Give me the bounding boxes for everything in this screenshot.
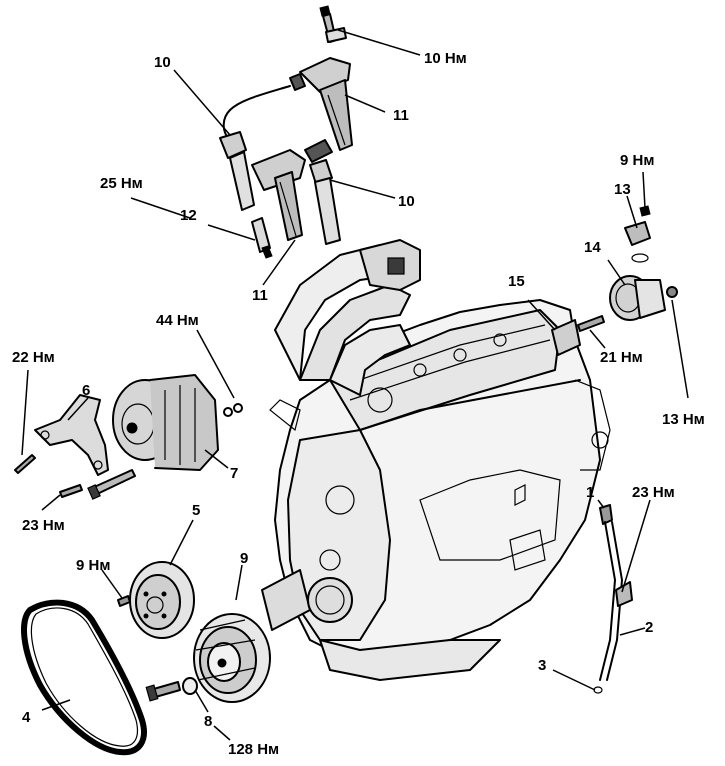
alternator xyxy=(112,374,243,471)
housing-bolt xyxy=(577,315,605,332)
alternator-long-bolt xyxy=(87,469,136,500)
torque-dipstick: 23 Нм xyxy=(632,484,675,501)
callout-10-mid: 10 xyxy=(398,193,415,210)
crankshaft-pulley xyxy=(193,613,271,703)
torque-bracket-top: 22 Нм xyxy=(12,349,55,366)
callout-7: 7 xyxy=(230,465,238,482)
temperature-sensor xyxy=(624,205,651,263)
callout-13: 13 xyxy=(614,181,631,198)
bracket-bolt-bottom xyxy=(59,484,83,498)
callout-9: 9 xyxy=(240,550,248,567)
spark-plug xyxy=(251,217,273,259)
callout-10-top: 10 xyxy=(154,54,171,71)
callout-5: 5 xyxy=(192,502,200,519)
callout-labels: 10 11 12 10 11 6 7 5 9 4 8 13 14 15 1 2 … xyxy=(22,54,653,730)
callout-6: 6 xyxy=(82,382,90,399)
torque-sensor: 9 Нм xyxy=(620,152,654,169)
ignition-coil-assembly-right xyxy=(289,57,353,151)
callout-14: 14 xyxy=(584,239,601,256)
torque-crank-bolt: 128 Нм xyxy=(228,741,279,758)
oil-dipstick xyxy=(593,504,633,694)
torque-coil-bolt: 10 Нм xyxy=(424,50,467,67)
ignition-wire-1 xyxy=(219,85,291,211)
torque-pulley-bolt: 9 Нм xyxy=(76,557,110,574)
callout-12: 12 xyxy=(180,207,197,224)
water-pump-pulley xyxy=(129,561,195,639)
intake-manifold xyxy=(269,239,421,432)
crankshaft-bolt xyxy=(145,677,198,702)
torque-bracket-bottom: 23 Нм xyxy=(22,517,65,534)
alternator-bracket xyxy=(34,394,109,476)
callout-8: 8 xyxy=(204,713,212,730)
thermostat-housing-gasket xyxy=(551,319,581,356)
thermostat-housing xyxy=(609,275,678,321)
bracket-bolt-top xyxy=(14,454,36,474)
callout-3: 3 xyxy=(538,657,546,674)
callout-15: 15 xyxy=(508,273,525,290)
callout-11-top: 11 xyxy=(393,107,409,124)
ignition-wire-2 xyxy=(304,139,341,245)
callout-1: 1 xyxy=(586,484,594,501)
leader-lines xyxy=(21,29,689,741)
drive-belt xyxy=(21,599,147,756)
torque-thermostat-bolt: 21 Нм xyxy=(600,349,643,366)
torque-housing-bolt: 13 Нм xyxy=(662,411,705,428)
callout-11-bottom: 11 xyxy=(252,287,268,304)
callout-4: 4 xyxy=(22,709,31,726)
torque-spark-plug: 25 Нм xyxy=(100,175,143,192)
ignition-coil-assembly-center xyxy=(251,149,306,241)
coil-mounting-bolt xyxy=(319,5,347,43)
torque-alternator-nut: 44 Нм xyxy=(156,312,199,329)
torque-labels: 10 Нм 25 Нм 44 Нм 22 Нм 23 Нм 9 Нм 128 Н… xyxy=(12,50,705,758)
pulley-bolt xyxy=(117,595,131,607)
callout-2: 2 xyxy=(645,619,653,636)
